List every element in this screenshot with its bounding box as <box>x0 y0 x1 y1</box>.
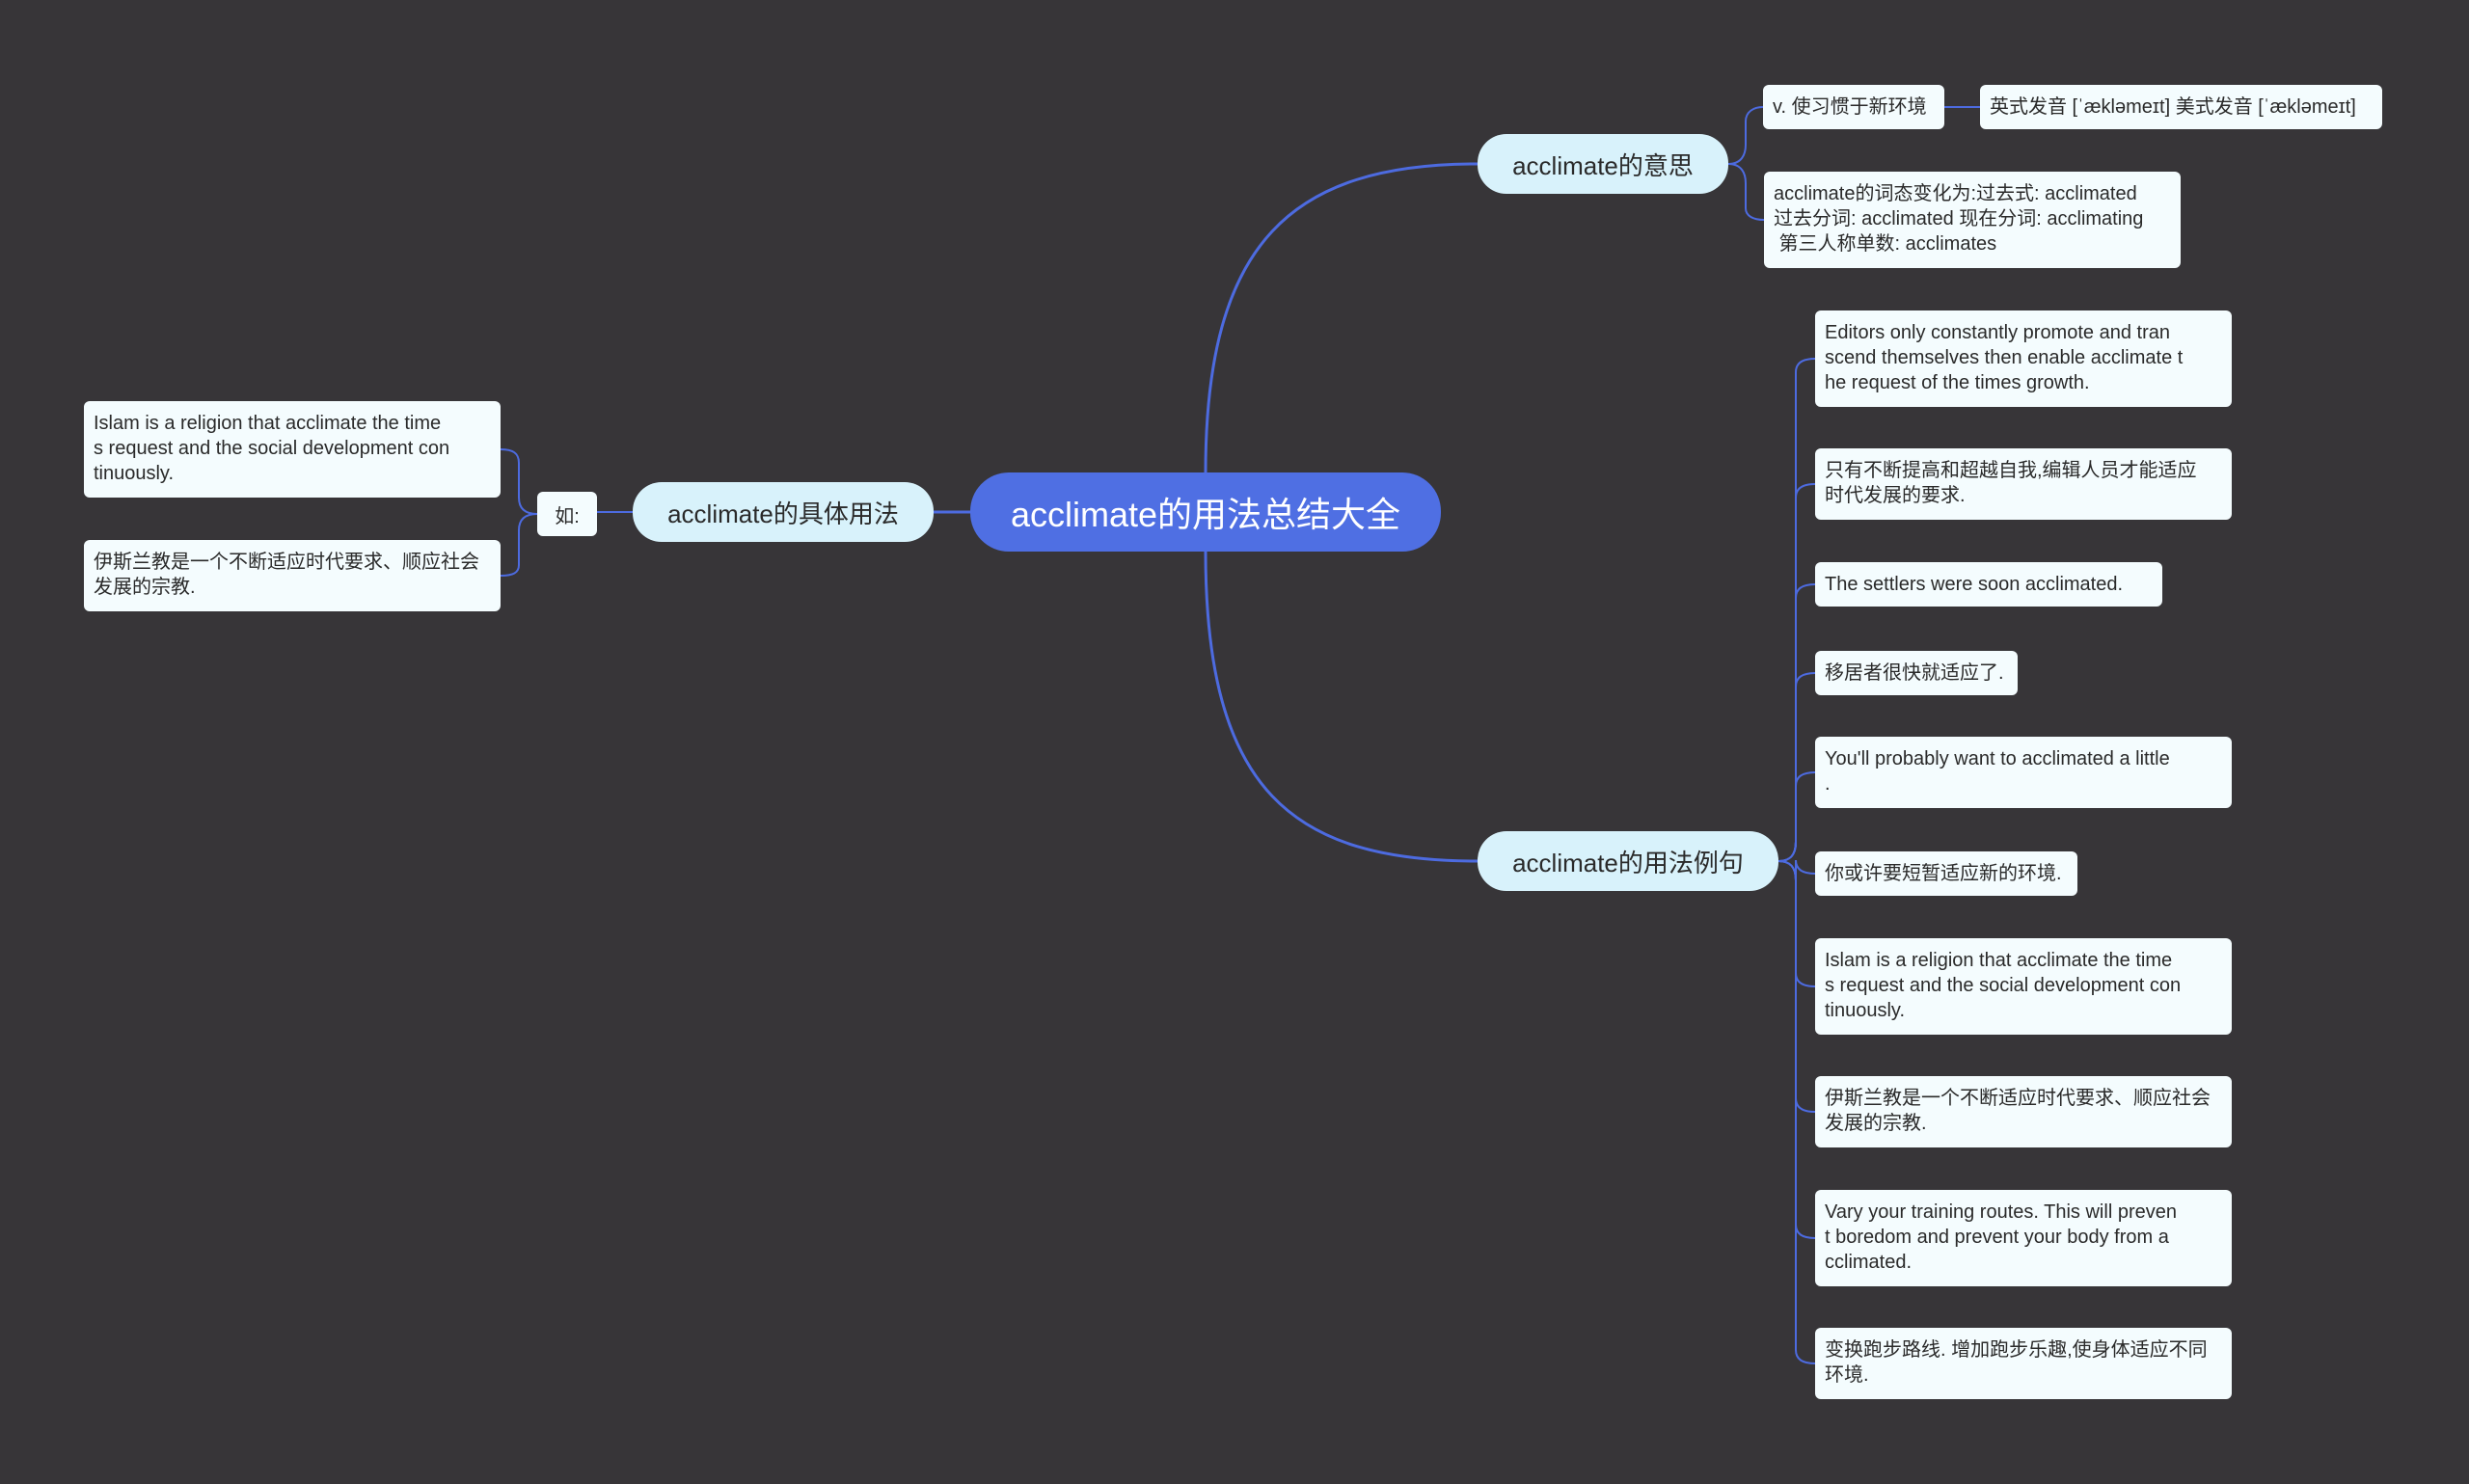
meaning-pronunciation[interactable]: 英式发音 [ˈækləmeɪt] 美式发音 [ˈækləmeɪt] <box>1980 85 2382 129</box>
sentence-item[interactable]: Vary your training routes. This will pre… <box>1815 1190 2232 1286</box>
root-topic[interactable]: acclimate的用法总结大全 <box>970 472 1441 552</box>
meaning-definition[interactable]: v. 使习惯于新环境 <box>1763 85 1944 129</box>
connector-sentence-9 <box>1777 860 1816 1364</box>
sentence-item[interactable]: 移居者很快就适应了. <box>1815 651 2018 695</box>
sentence-item[interactable]: Editors only constantly promote and tran… <box>1815 310 2232 407</box>
usage-tag[interactable]: 如: <box>537 492 597 536</box>
sentence-item[interactable]: 变换跑步路线. 增加跑步乐趣,使身体适应不同 环境. <box>1815 1328 2232 1399</box>
sentence-item[interactable]: You'll probably want to acclimated a lit… <box>1815 737 2232 808</box>
meaning-inflections[interactable]: acclimate的词态变化为:过去式: acclimated 过去分词: ac… <box>1764 172 2181 268</box>
connector-sentence-4 <box>1777 771 1816 862</box>
connector-root-meaning <box>1204 162 1479 473</box>
branch-meaning[interactable]: acclimate的意思 <box>1478 134 1728 194</box>
branch-usage[interactable]: acclimate的具体用法 <box>633 482 934 542</box>
connector-tag-example-en <box>500 448 538 515</box>
connector-meaning-inflections <box>1727 163 1765 221</box>
sentence-item[interactable]: 伊斯兰教是一个不断适应时代要求、顺应社会 发展的宗教. <box>1815 1076 2232 1147</box>
sentence-item[interactable]: The settlers were soon acclimated. <box>1815 562 2162 607</box>
usage-example-en[interactable]: Islam is a religion that acclimate the t… <box>84 401 501 498</box>
connector-meaning-definition <box>1727 106 1764 165</box>
branch-sentences[interactable]: acclimate的用法例句 <box>1478 831 1778 891</box>
sentence-item[interactable]: 只有不断提高和超越自我,编辑人员才能适应 时代发展的要求. <box>1815 448 2232 520</box>
sentence-item[interactable]: Islam is a religion that acclimate the t… <box>1815 938 2232 1035</box>
connector-tag-example-zh <box>500 513 538 577</box>
sentence-item[interactable]: 你或许要短暂适应新的环境. <box>1815 851 2077 896</box>
connector-root-sentences <box>1204 551 1479 863</box>
connector-sentence-5 <box>1777 859 1816 881</box>
usage-example-zh[interactable]: 伊斯兰教是一个不断适应时代要求、顺应社会 发展的宗教. <box>84 540 501 611</box>
